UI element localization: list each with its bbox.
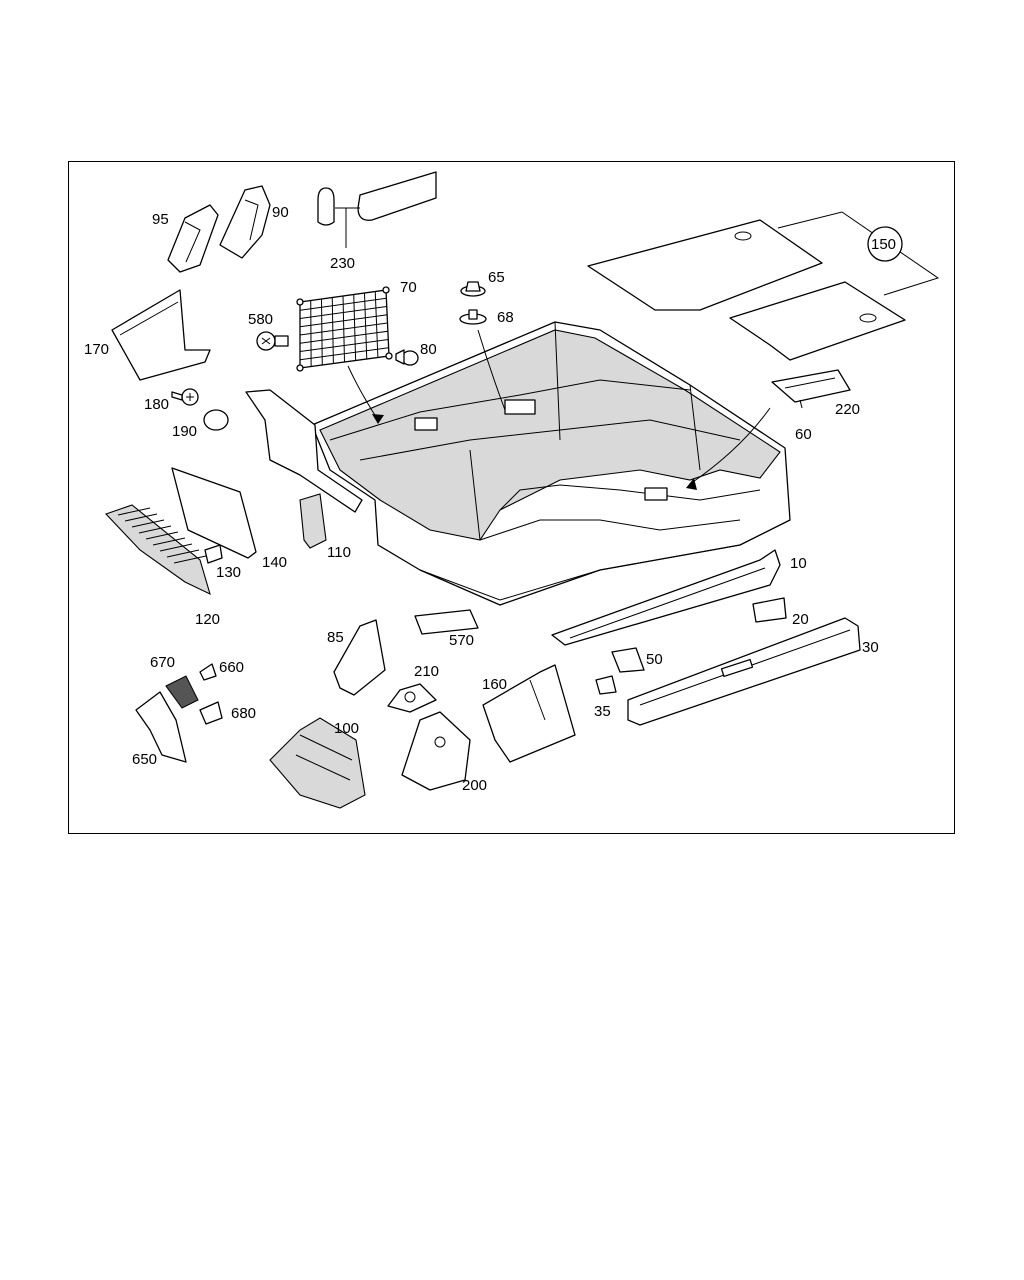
label-180: 180 xyxy=(144,396,169,413)
label-230: 230 xyxy=(330,255,355,272)
label-110: 110 xyxy=(327,544,351,561)
label-20: 20 xyxy=(792,611,809,628)
label-160: 160 xyxy=(482,676,507,693)
label-68: 68 xyxy=(497,309,514,326)
label-10: 10 xyxy=(790,555,807,572)
sill-panels xyxy=(551,549,861,726)
cargo-net xyxy=(296,286,393,424)
side-trim-panel xyxy=(111,289,211,381)
label-170: 170 xyxy=(84,341,109,358)
trunk-bracket xyxy=(771,369,851,409)
bolt-and-clip xyxy=(256,331,419,366)
cover-panel xyxy=(171,467,257,559)
trunk-floor-tub xyxy=(311,321,791,606)
trim-plugs xyxy=(459,281,506,411)
label-100: 100 xyxy=(334,720,359,737)
diagram-frame xyxy=(68,161,955,834)
label-140: 140 xyxy=(262,554,287,571)
floor-mats xyxy=(587,211,940,361)
label-95: 95 xyxy=(152,211,169,228)
label-30: 30 xyxy=(862,639,879,656)
label-150: 150 xyxy=(871,236,896,253)
label-580: 580 xyxy=(248,311,273,328)
label-220: 220 xyxy=(835,401,860,418)
label-210: 210 xyxy=(414,663,439,680)
label-190: 190 xyxy=(172,423,197,440)
lower-left-parts xyxy=(135,619,386,809)
label-80: 80 xyxy=(420,341,437,358)
upper-brackets xyxy=(167,185,271,273)
label-85: 85 xyxy=(327,629,344,646)
label-50: 50 xyxy=(646,651,663,668)
adhesive-pad xyxy=(414,609,479,635)
label-130: 130 xyxy=(216,564,241,581)
label-660: 660 xyxy=(219,659,244,676)
label-120: 120 xyxy=(195,611,220,628)
tub-pointer-arrow xyxy=(689,407,771,485)
label-670: 670 xyxy=(150,654,175,671)
label-680: 680 xyxy=(231,705,256,722)
small-clips xyxy=(595,597,787,695)
label-200: 200 xyxy=(462,777,487,794)
label-60: 60 xyxy=(795,426,812,443)
label-35: 35 xyxy=(594,703,611,720)
edge-protection-strip xyxy=(317,171,437,248)
label-650: 650 xyxy=(132,751,157,768)
left-side-wall xyxy=(245,389,363,513)
label-65: 65 xyxy=(488,269,505,286)
lower-center-parts xyxy=(387,664,576,791)
screw-and-cap xyxy=(171,388,229,431)
label-70: 70 xyxy=(400,279,417,296)
label-90: 90 xyxy=(272,204,289,221)
part-labels: 95 90 230 70 65 68 150 580 80 170 180 19… xyxy=(84,204,896,794)
label-570: 570 xyxy=(449,632,474,649)
vent-grille xyxy=(105,504,223,596)
retaining-clip xyxy=(299,493,327,549)
